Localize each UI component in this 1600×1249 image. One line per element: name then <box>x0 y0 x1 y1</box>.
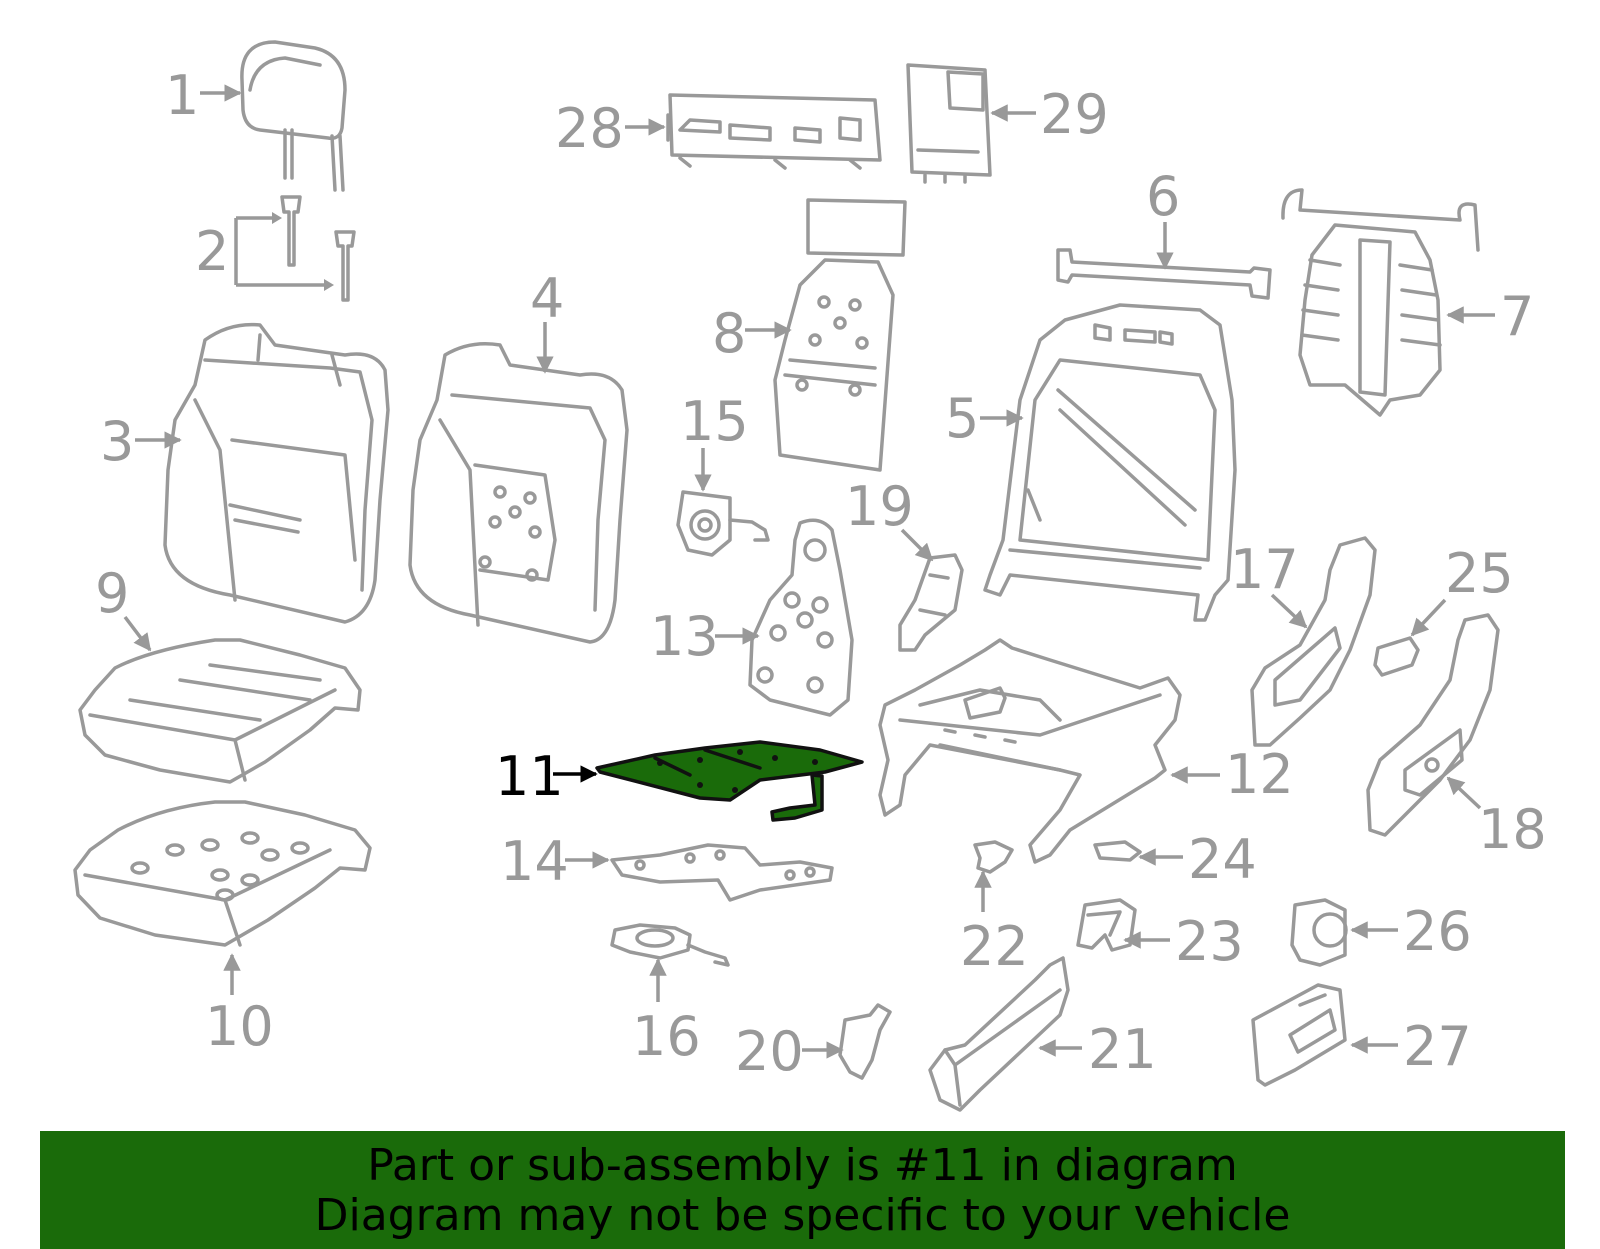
callout-4: 4 <box>530 267 564 374</box>
svg-text:8: 8 <box>712 302 746 365</box>
callout-29: 29 <box>990 83 1109 146</box>
parts-diagram: 1 2 3 4 <box>73 40 1547 1112</box>
callout-21: 21 <box>1038 1018 1157 1081</box>
part-23-bracket[interactable] <box>1076 898 1137 952</box>
callout-27: 27 <box>1350 1015 1472 1078</box>
svg-text:3: 3 <box>100 410 134 473</box>
part-29-control-module[interactable] <box>906 63 992 184</box>
part-27-seat-switch[interactable] <box>1251 983 1347 1087</box>
part-8-back-heater-mat[interactable] <box>773 198 907 472</box>
callout-2: 2 <box>195 212 334 291</box>
svg-text:22: 22 <box>960 915 1029 978</box>
part-1-headrest[interactable] <box>240 40 347 192</box>
part-17-side-shield[interactable] <box>1250 536 1377 747</box>
callout-10: 10 <box>205 953 274 1058</box>
part-7-lumbar-support[interactable] <box>1281 188 1480 417</box>
svg-text:28: 28 <box>555 97 624 160</box>
svg-text:12: 12 <box>1225 743 1294 806</box>
callout-5: 5 <box>945 387 1024 450</box>
part-21-trim-panel[interactable] <box>928 956 1070 1112</box>
svg-text:13: 13 <box>650 605 719 668</box>
callout-22: 22 <box>960 870 1029 978</box>
part-22-clip[interactable] <box>973 840 1014 874</box>
callout-25: 25 <box>1410 542 1514 637</box>
part-16-cushion-fan[interactable] <box>610 923 730 967</box>
part-13-cushion-heater-mat[interactable] <box>748 518 854 717</box>
svg-text:5: 5 <box>945 387 979 450</box>
svg-text:10: 10 <box>205 995 274 1058</box>
part-9-seat-cushion-cover[interactable] <box>78 638 362 784</box>
callout-7: 7 <box>1446 285 1534 348</box>
svg-text:15: 15 <box>680 390 749 453</box>
callout-23: 23 <box>1123 910 1244 973</box>
svg-text:18: 18 <box>1478 798 1547 861</box>
svg-text:7: 7 <box>1500 285 1534 348</box>
callout-16: 16 <box>632 958 701 1068</box>
callout-20: 20 <box>735 1020 844 1083</box>
part-11-highlighted[interactable] <box>595 740 864 822</box>
banner-line-2: Diagram may not be specific to your vehi… <box>314 1190 1291 1241</box>
callout-24: 24 <box>1138 828 1257 891</box>
callout-26: 26 <box>1350 900 1472 963</box>
part-26-recliner-knob[interactable] <box>1290 898 1348 967</box>
svg-text:21: 21 <box>1088 1018 1157 1081</box>
callout-9: 9 <box>95 562 152 652</box>
part-3-seat-back-cover[interactable] <box>163 322 390 624</box>
svg-text:23: 23 <box>1175 910 1244 973</box>
svg-text:26: 26 <box>1403 900 1472 963</box>
part-20-cover[interactable] <box>838 1003 892 1080</box>
info-banner: Part or sub-assembly is #11 in diagram D… <box>40 1131 1565 1249</box>
part-2-headrest-guides[interactable] <box>280 195 356 302</box>
svg-text:6: 6 <box>1146 165 1180 228</box>
callout-11: 11 <box>495 745 598 808</box>
callout-28: 28 <box>555 97 666 160</box>
part-4-seat-back-pad[interactable] <box>408 342 629 644</box>
svg-text:14: 14 <box>500 830 569 893</box>
callout-14: 14 <box>500 830 610 893</box>
callout-18: 18 <box>1446 776 1547 861</box>
svg-text:19: 19 <box>845 475 914 538</box>
part-14-mounting-plate[interactable] <box>610 843 834 902</box>
part-24-clip[interactable] <box>1093 840 1142 862</box>
callout-8: 8 <box>712 302 792 365</box>
callout-3: 3 <box>100 410 182 473</box>
part-28-control-module[interactable] <box>666 93 882 170</box>
banner-line-1: Part or sub-assembly is #11 in diagram <box>367 1140 1238 1191</box>
svg-text:11: 11 <box>495 745 564 808</box>
svg-text:2: 2 <box>195 220 229 283</box>
svg-text:29: 29 <box>1040 83 1109 146</box>
callout-15: 15 <box>680 390 749 492</box>
callout-12: 12 <box>1170 743 1294 806</box>
svg-text:4: 4 <box>530 267 564 330</box>
svg-text:27: 27 <box>1403 1015 1472 1078</box>
callout-17: 17 <box>1230 538 1308 629</box>
callout-19: 19 <box>845 475 934 562</box>
part-12-seat-track-frame[interactable] <box>878 638 1182 864</box>
svg-text:25: 25 <box>1445 542 1514 605</box>
svg-text:20: 20 <box>735 1020 804 1083</box>
part-19-bracket[interactable] <box>898 553 964 652</box>
svg-text:24: 24 <box>1188 828 1257 891</box>
svg-text:1: 1 <box>165 64 199 127</box>
callout-1: 1 <box>165 64 242 127</box>
callout-13: 13 <box>650 605 760 668</box>
svg-text:9: 9 <box>95 562 129 625</box>
svg-text:17: 17 <box>1230 538 1299 601</box>
part-5-seat-back-frame[interactable] <box>983 303 1237 622</box>
part-6-cross-rod[interactable] <box>1056 248 1272 300</box>
part-25-switch[interactable] <box>1373 636 1420 677</box>
part-18-outer-side-shield[interactable] <box>1366 613 1500 837</box>
part-15-fan-motor[interactable] <box>676 490 770 557</box>
part-10-seat-cushion-pad[interactable] <box>73 800 372 947</box>
callout-6: 6 <box>1146 165 1180 270</box>
svg-text:16: 16 <box>632 1005 701 1068</box>
